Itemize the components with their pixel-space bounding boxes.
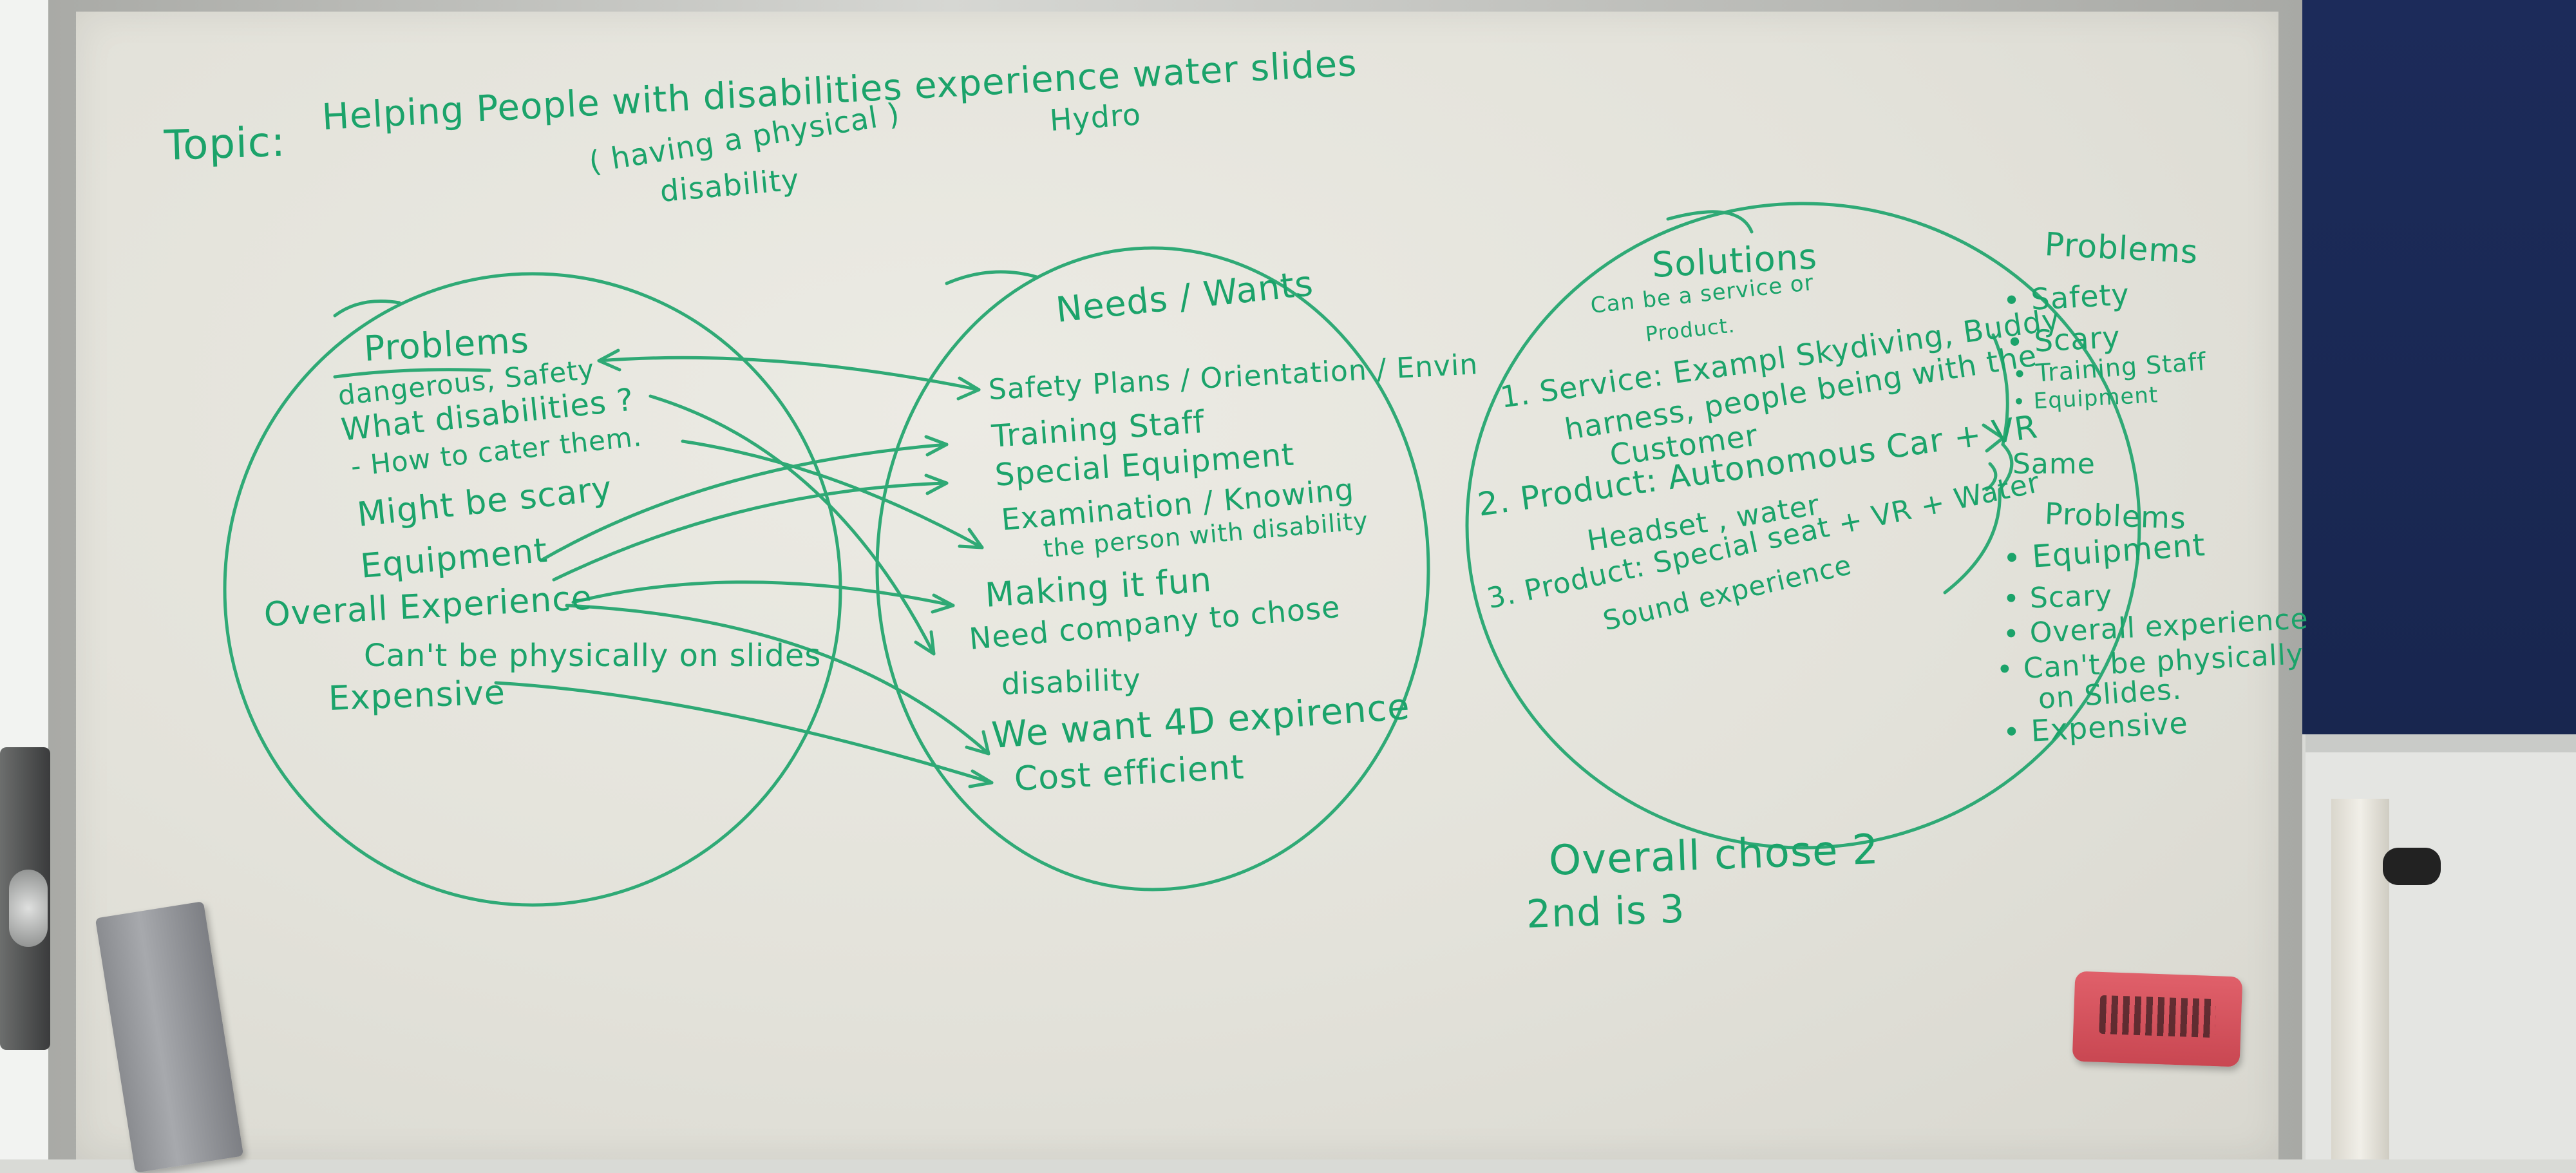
noticeboard-frame — [2306, 734, 2576, 752]
problems-circle-tail — [333, 300, 401, 318]
topic-label: Topic: — [163, 118, 287, 170]
arrow-equipment-training — [539, 443, 949, 562]
arrow-experience-fun — [571, 580, 955, 607]
problems-item-8: Expensive — [327, 673, 506, 718]
needs-circle-tail — [945, 270, 1039, 285]
whiteboard-surface — [76, 12, 2278, 1159]
problems-circle-outline — [223, 272, 842, 907]
side-problems-top-item-1: • Safety — [2002, 276, 2131, 318]
arrow-same-1 — [1982, 423, 2006, 453]
same-label: Same — [2012, 448, 2096, 481]
arrow-experience-4d — [565, 604, 990, 756]
arrow-same-2 — [1985, 462, 1998, 491]
solutions-bracket-top — [1991, 333, 2014, 491]
problems-item-7: Can't be physically on slides — [364, 638, 822, 674]
arrow-disabilities — [649, 394, 936, 656]
side-problems-top-heading: Problems — [2043, 225, 2199, 271]
left-clip — [9, 870, 48, 947]
side-problems-bottom-item-2: • Scary — [2002, 579, 2113, 616]
red-eraser — [2072, 971, 2243, 1067]
board-stand — [2331, 799, 2389, 1159]
blue-noticeboard — [2293, 0, 2576, 734]
solutions-bracket-bottom — [1943, 488, 2002, 595]
arrow-equipment-special — [552, 481, 949, 582]
solutions-circle-outline — [1465, 202, 2141, 850]
stand-knob — [2383, 848, 2441, 885]
arrow-cater — [681, 439, 984, 549]
solutions-circle-tail — [1666, 210, 1754, 234]
topic-aside: Hydro — [1048, 97, 1142, 138]
arrow-safety — [597, 356, 981, 392]
eraser-logo — [2099, 995, 2217, 1038]
needs-circle-outline — [875, 246, 1430, 892]
needs-item-6b: disability — [1001, 662, 1142, 701]
arrow-expensive-cost — [494, 681, 994, 785]
problems-heading: Problems — [363, 319, 531, 369]
problems-underline — [333, 368, 491, 379]
decision-line-2: 2nd is 3 — [1525, 886, 1686, 937]
